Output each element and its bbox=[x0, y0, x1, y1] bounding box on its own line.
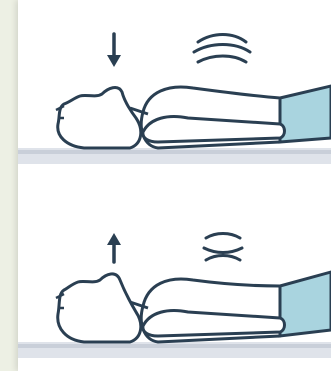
shirt bbox=[280, 272, 331, 336]
arrow-up-icon bbox=[107, 233, 121, 262]
breathing-arcs-icon bbox=[194, 35, 250, 63]
breathing-arcs-icon bbox=[204, 234, 242, 261]
lying-figure-top bbox=[18, 0, 331, 175]
shirt bbox=[280, 86, 331, 142]
arrow-down-icon bbox=[107, 34, 121, 67]
panel-head-up bbox=[18, 190, 331, 371]
head bbox=[58, 274, 141, 342]
head bbox=[58, 88, 141, 148]
lying-figure-bottom bbox=[18, 190, 331, 371]
exercise-illustration bbox=[18, 0, 331, 371]
panel-head-down bbox=[18, 0, 331, 175]
